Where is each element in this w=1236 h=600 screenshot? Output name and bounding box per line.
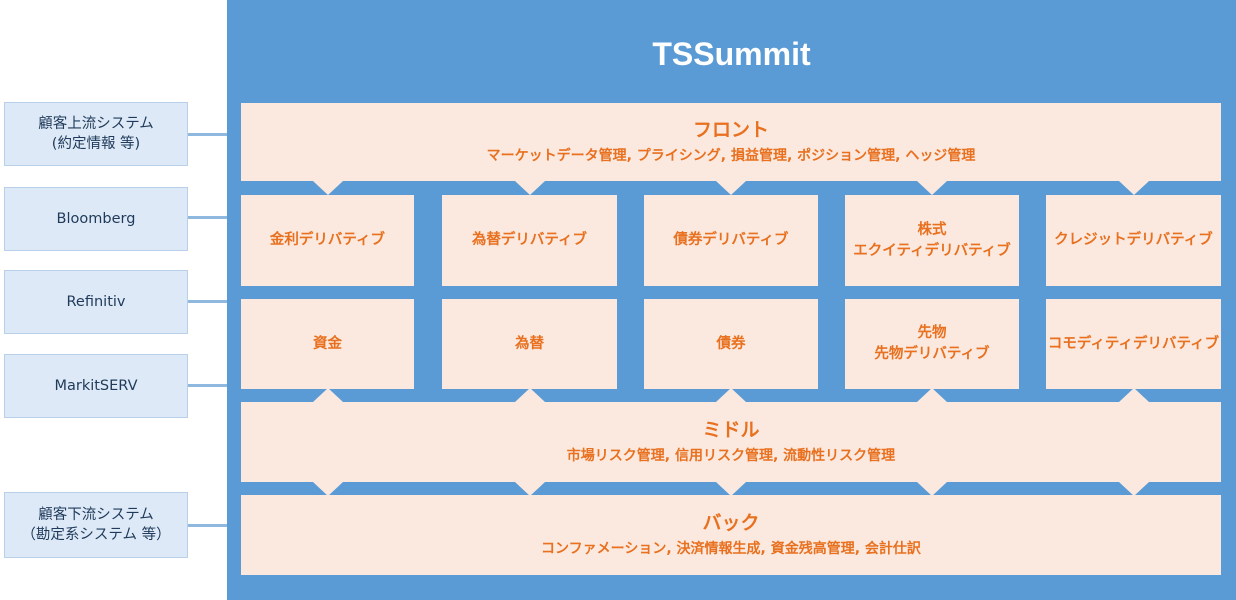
front-band: フロント マーケットデータ管理, プライシング, 損益管理, ポジション管理, … (241, 103, 1221, 181)
product-label: 為替デリバティブ (471, 232, 588, 248)
system-title: TSSummit (652, 36, 811, 72)
product-label: エクイティデリバティブ (853, 242, 1011, 259)
up-arrow-notch (917, 388, 947, 402)
external-system-label: (約定情報 等) (51, 136, 141, 152)
connector-line (188, 384, 228, 387)
external-system-label: MarkitSERV (54, 378, 138, 394)
product-cell: 為替デリバティブ (442, 195, 617, 286)
up-arrow-notch (1119, 388, 1149, 402)
external-system-markitserv: MarkitSERV (4, 354, 188, 418)
product-cell: クレジットデリバティブ (1046, 195, 1221, 286)
product-cell: 資金 (241, 299, 414, 389)
back-band: バック コンファメーション, 決済情報生成, 資金残高管理, 会計仕訳 (241, 495, 1221, 575)
product-label: 金利デリバティブ (269, 232, 386, 248)
product-cell: 為替 (442, 299, 617, 389)
down-arrow-notch (313, 181, 343, 195)
product-label: 先物 (917, 325, 947, 341)
front-title: フロント (692, 119, 769, 141)
connector-line (188, 524, 228, 527)
down-arrow-notch (313, 482, 343, 496)
external-system-label: 顧客下流システム (38, 507, 154, 523)
product-cell: コモディティデリバティブ (1046, 299, 1221, 389)
external-system-upstream: 顧客上流システム (約定情報 等) (4, 102, 188, 166)
down-arrow-notch (917, 482, 947, 496)
external-system-label: Refinitiv (66, 294, 126, 310)
back-title: バック (702, 512, 760, 534)
back-subtitle: コンファメーション, 決済情報生成, 資金残高管理, 会計仕訳 (541, 541, 921, 557)
down-arrow-notch (917, 181, 947, 195)
external-system-label: （勘定系システム 等） (21, 527, 171, 543)
middle-title: ミドル (702, 419, 760, 441)
middle-band: ミドル 市場リスク管理, 信用リスク管理, 流動性リスク管理 (241, 402, 1221, 482)
connector-line (188, 133, 228, 136)
down-arrow-notch (1119, 181, 1149, 195)
product-label: 資金 (313, 335, 342, 352)
down-arrow-notch (716, 482, 746, 496)
external-system-bloomberg: Bloomberg (4, 187, 188, 251)
external-system-refinitiv: Refinitiv (4, 270, 188, 334)
product-label: 債券デリバティブ (673, 232, 789, 248)
front-subtitle: マーケットデータ管理, プライシング, 損益管理, ポジション管理, ヘッジ管理 (486, 148, 976, 164)
product-label: 先物デリバティブ (874, 346, 990, 362)
product-cell: 債券 (644, 299, 818, 389)
product-label: 株式 (917, 221, 947, 238)
middle-subtitle: 市場リスク管理, 信用リスク管理, 流動性リスク管理 (566, 448, 896, 464)
down-arrow-notch (1119, 482, 1149, 496)
product-cell: 債券デリバティブ (644, 195, 818, 286)
product-label: 為替 (515, 335, 544, 352)
connector-line (188, 300, 228, 303)
tssummit-frame: TSSummit フロント マーケットデータ管理, プライシング, 損益管理, … (227, 0, 1236, 600)
product-cell: 株式 エクイティデリバティブ (845, 195, 1019, 286)
up-arrow-notch (515, 388, 545, 402)
product-cell: 先物 先物デリバティブ (845, 299, 1019, 389)
external-system-downstream: 顧客下流システム （勘定系システム 等） (4, 492, 188, 558)
connector-line (188, 216, 228, 219)
down-arrow-notch (515, 181, 545, 195)
external-system-label: 顧客上流システム (38, 116, 154, 132)
product-label: 債券 (716, 335, 746, 352)
product-cell: 金利デリバティブ (241, 195, 414, 286)
product-label: コモディティデリバティブ (1047, 335, 1220, 352)
down-arrow-notch (515, 482, 545, 496)
external-system-label: Bloomberg (56, 211, 136, 227)
product-label: クレジットデリバティブ (1054, 232, 1213, 248)
up-arrow-notch (716, 388, 746, 402)
down-arrow-notch (716, 181, 746, 195)
up-arrow-notch (313, 388, 343, 402)
